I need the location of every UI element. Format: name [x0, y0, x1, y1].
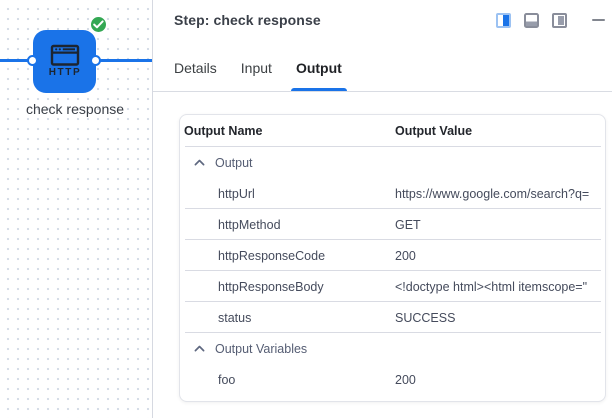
output-value-cell: <!doctype html><html itemscope="	[395, 279, 588, 294]
output-name-cell: httpResponseCode	[218, 248, 326, 263]
table-body: Output httpUrl https://www.google.com/se…	[180, 147, 605, 395]
table-row: status SUCCESS	[180, 302, 605, 333]
table-header-row: Output Name Output Value	[180, 115, 605, 147]
table-row: httpResponseCode 200	[180, 240, 605, 271]
tab-input[interactable]: Input	[240, 60, 272, 76]
node-output-port[interactable]	[90, 55, 101, 66]
group-header-row[interactable]: Output Variables	[180, 333, 605, 364]
layout-split-right-icon[interactable]	[496, 12, 511, 28]
svg-text:HTTP: HTTP	[48, 67, 81, 78]
output-name-cell: httpMethod	[218, 217, 281, 232]
output-name-cell: status	[218, 310, 252, 325]
tab-bar: Details Input Output	[153, 40, 612, 92]
step-detail-panel: Step: check response Details Input Outpu…	[152, 0, 612, 418]
output-name-cell: httpResponseBody	[218, 279, 324, 294]
panel-header: Step: check response	[153, 0, 612, 40]
chevron-up-icon[interactable]	[194, 345, 205, 352]
tab-content: Output Name Output Value Output httpUrl …	[153, 92, 612, 402]
group-label: Output Variables	[215, 341, 308, 356]
tab-output[interactable]: Output	[290, 60, 347, 91]
layout-dock-bottom-icon[interactable]	[524, 12, 539, 28]
table-row: foo 200	[180, 364, 605, 395]
group-header-row[interactable]: Output	[180, 147, 605, 178]
column-output-name: Output Name	[184, 124, 263, 138]
table-row: httpResponseBody <!doctype html><html it…	[180, 271, 605, 302]
chevron-up-icon[interactable]	[194, 159, 205, 166]
tab-details[interactable]: Details	[174, 60, 217, 76]
output-name-cell: httpUrl	[218, 186, 255, 201]
output-value-cell: GET	[395, 217, 421, 232]
node-label: check response	[25, 101, 125, 117]
minimize-icon[interactable]	[592, 19, 605, 21]
table-row: httpMethod GET	[180, 209, 605, 240]
output-value-cell: https://www.google.com/search?q=	[395, 186, 590, 201]
node-input-port[interactable]	[27, 55, 38, 66]
group-label: Output	[215, 155, 253, 170]
success-check-icon	[89, 15, 108, 34]
output-value-cell: SUCCESS	[395, 310, 456, 325]
http-task-node[interactable]: HTTP	[33, 15, 108, 93]
output-table: Output Name Output Value Output httpUrl …	[179, 114, 606, 402]
workflow-canvas[interactable]: HTTP check response	[0, 0, 152, 418]
table-row: httpUrl https://www.google.com/search?q=	[180, 178, 605, 209]
panel-title: Step: check response	[174, 12, 321, 28]
panel-window-controls	[496, 12, 605, 28]
output-name-cell: foo	[218, 372, 236, 387]
column-output-value: Output Value	[395, 124, 473, 138]
output-value-cell: 200	[395, 248, 416, 263]
layout-dock-side-icon[interactable]	[552, 12, 567, 28]
output-value-cell: 200	[395, 372, 416, 387]
http-browser-icon: HTTP	[48, 44, 81, 78]
